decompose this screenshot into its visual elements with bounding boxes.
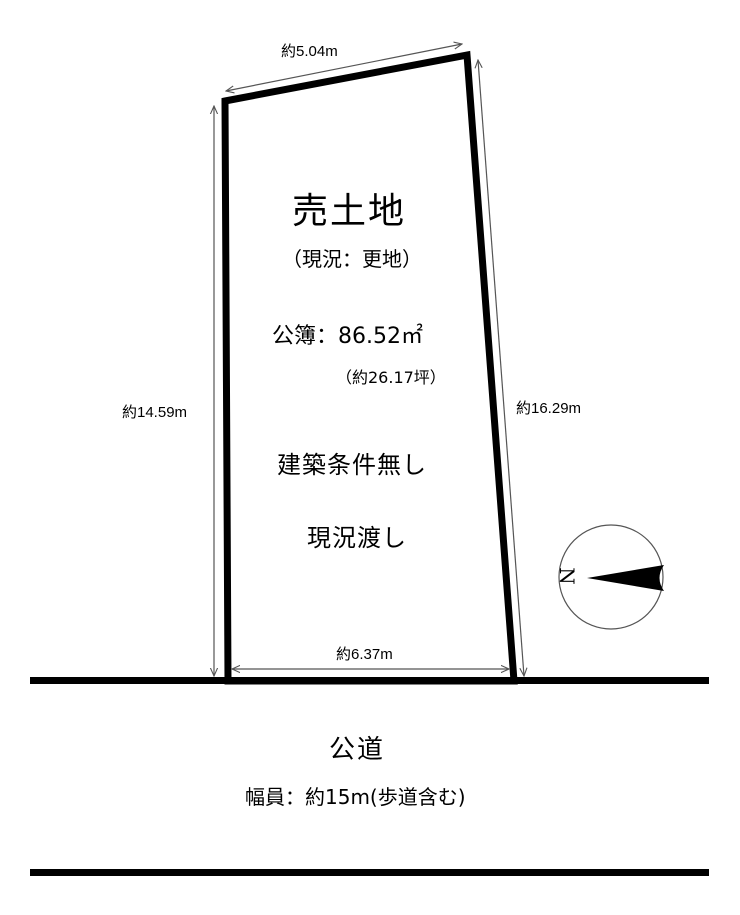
dimension-top-label: 約5.04m	[281, 43, 338, 60]
dimension-line-right	[478, 60, 524, 676]
road-edge-bottom	[30, 869, 709, 876]
lot-title: 売土地	[292, 191, 407, 232]
road-width: 幅員：約15m(歩道含む)	[245, 785, 466, 809]
dimension-right-label: 約16.29m	[516, 400, 582, 417]
north-arrow-icon	[558, 524, 664, 630]
road-edge-top	[30, 677, 709, 684]
condition-as-is-delivery: 現況渡し	[307, 524, 407, 552]
compass-north-label: N	[554, 567, 579, 585]
road-name: 公道	[329, 735, 386, 765]
dimension-bottom-label: 約6.37m	[336, 646, 393, 663]
dimension-line-top	[226, 44, 462, 91]
lot-area: 公簿：86.52㎡	[272, 326, 423, 348]
lot-current-status: （現況：更地）	[282, 247, 422, 271]
lot-area-text: 公簿：86.52㎡	[272, 324, 423, 349]
dimension-left-label: 約14.59m	[122, 404, 188, 421]
condition-no-building-requirement: 建築条件無し	[277, 451, 427, 479]
lot-area-tsubo: （約26.17坪）	[336, 368, 446, 387]
